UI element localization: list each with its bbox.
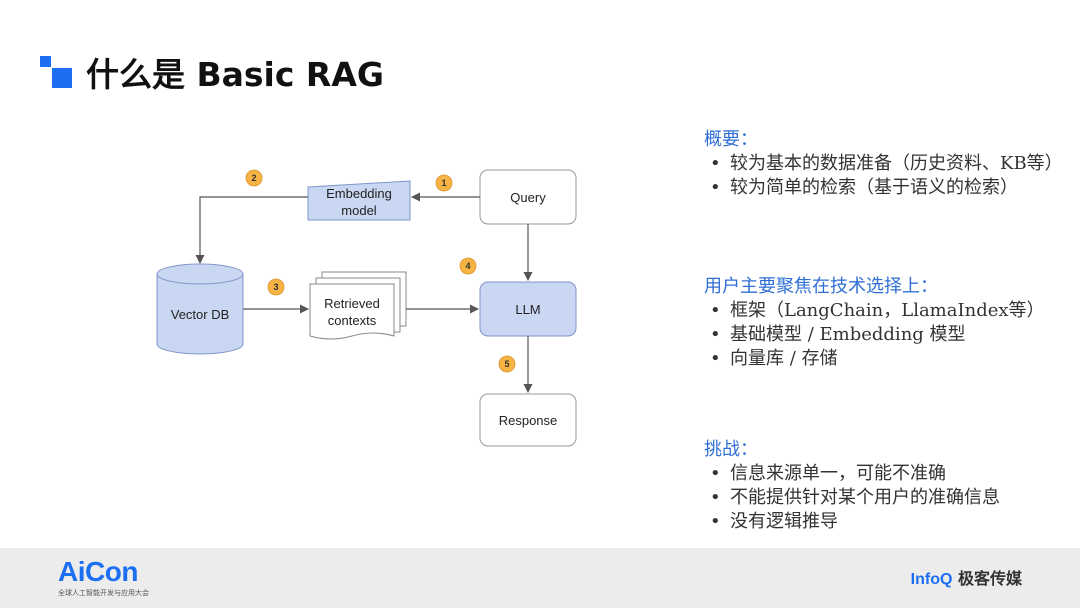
list-item: 信息来源单一，可能不准确 xyxy=(704,462,1074,486)
list-item: 没有逻辑推导 xyxy=(704,510,1074,534)
infoq-logo: InfoQ 极客传媒 xyxy=(911,565,1022,589)
embedding-model-node: Embedding model xyxy=(307,180,411,221)
list-item: 较为简单的检索（基于语义的检索） xyxy=(704,176,1074,200)
infoq-brand-text: 极客传媒 xyxy=(957,569,1022,588)
response-node: Response xyxy=(479,393,577,447)
list-item: 不能提供针对某个用户的准确信息 xyxy=(704,486,1074,510)
section-heading: 概要： xyxy=(704,129,758,150)
footer-bar: AiCon 全球人工智能开发与应用大会 InfoQ 极客传媒 xyxy=(0,548,1080,608)
notes-section-overview: 概要： 较为基本的数据准备（历史资料、KB等） 较为简单的检索（基于语义的检索） xyxy=(704,128,1074,200)
list-item: 较为基本的数据准备（历史资料、KB等） xyxy=(704,152,1074,176)
response-label: Response xyxy=(499,413,558,428)
retrieved-contexts-node: Retrieved contexts xyxy=(309,271,407,340)
list-item: 基础模型 / Embedding 模型 xyxy=(704,323,1074,347)
vector-db-node: Vector DB xyxy=(156,263,244,355)
title-logo-icon xyxy=(40,56,72,90)
query-label: Query xyxy=(510,190,546,205)
aicon-subtitle: 全球人工智能开发与应用大会 xyxy=(58,589,149,597)
step-badge-1: 1 xyxy=(435,174,453,192)
svg-text:3: 3 xyxy=(273,282,278,292)
notes-section-challenges: 挑战： 信息来源单一，可能不准确 不能提供针对某个用户的准确信息 没有逻辑推导 xyxy=(704,438,1074,534)
llm-node: LLM xyxy=(479,281,577,337)
embedding-label-line1: Embedding xyxy=(326,186,392,201)
embedding-label-line2: model xyxy=(341,203,377,218)
svg-text:1: 1 xyxy=(441,178,446,188)
arrow-embedding-to-vectordb xyxy=(195,196,308,264)
svg-text:5: 5 xyxy=(504,359,509,369)
page-title: 什么是 Basic RAG xyxy=(86,55,384,94)
list-item: 框架（LangChain，LlamaIndex等） xyxy=(704,299,1074,323)
rag-diagram: Query Embedding model Vector DB Retrieve… xyxy=(156,169,577,447)
aicon-logo: AiCon xyxy=(58,556,138,587)
svg-text:4: 4 xyxy=(465,261,470,271)
step-badge-3: 3 xyxy=(267,278,285,296)
section-heading: 挑战： xyxy=(704,439,758,460)
step-badge-2: 2 xyxy=(245,169,263,187)
svg-text:2: 2 xyxy=(251,173,256,183)
vector-db-label: Vector DB xyxy=(171,307,230,322)
infoq-brand: InfoQ xyxy=(910,571,953,588)
list-item: 向量库 / 存储 xyxy=(704,347,1074,371)
step-badge-5: 5 xyxy=(498,355,516,373)
llm-label: LLM xyxy=(515,302,540,317)
query-node: Query xyxy=(479,169,577,225)
retrieved-label-line1: Retrieved xyxy=(324,296,380,311)
retrieved-label-line2: contexts xyxy=(328,313,377,328)
step-badge-4: 4 xyxy=(459,257,477,275)
section-heading: 用户主要聚焦在技术选择上： xyxy=(704,276,938,297)
notes-section-tech-choice: 用户主要聚焦在技术选择上： 框架（LangChain，LlamaIndex等） … xyxy=(704,275,1074,371)
